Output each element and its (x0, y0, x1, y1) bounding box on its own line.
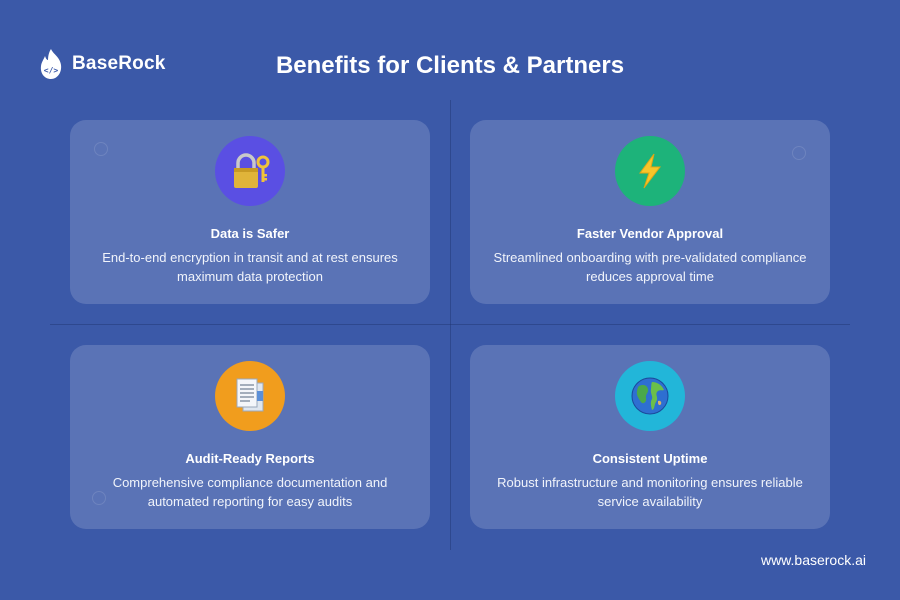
lock-key-icon (234, 153, 270, 188)
globe-icon (631, 377, 669, 415)
vertical-divider (450, 100, 451, 550)
decorative-dot (94, 142, 108, 156)
page-title: Benefits for Clients & Partners (0, 52, 900, 80)
card-title: Consistent Uptime (592, 451, 708, 466)
card-description: Streamlined onboarding with pre-validate… (493, 250, 807, 284)
icon-badge (215, 136, 285, 206)
icon-badge (615, 136, 685, 206)
website-link[interactable]: www.baserock.ai (760, 552, 866, 568)
documents-icon (236, 378, 264, 412)
flame-code-logo-icon: </> (40, 49, 62, 79)
page-title-text: Benefits for Clients & Partners (275, 52, 625, 79)
icon-badge (215, 361, 285, 431)
decorative-dot (92, 491, 106, 505)
benefit-card-faster-approval: Faster Vendor Approval Streamlined onboa… (470, 120, 830, 304)
brand-name: BaseRock (72, 53, 166, 74)
card-title: Audit-Ready Reports (185, 451, 315, 466)
card-description: Comprehensive compliance documentation a… (112, 475, 388, 509)
card-description: Robust infrastructure and monitoring ens… (497, 475, 803, 509)
card-title: Faster Vendor Approval (576, 226, 724, 241)
card-title: Data is Safer (210, 226, 290, 241)
benefit-card-audit-reports: Audit-Ready Reports Comprehensive compli… (70, 345, 430, 529)
benefit-card-uptime: Consistent Uptime Robust infrastructure … (470, 345, 830, 529)
horizontal-divider (50, 324, 850, 325)
decorative-dot (792, 146, 806, 160)
svg-text:</>: </> (44, 66, 59, 75)
card-description: End-to-end encryption in transit and at … (102, 250, 398, 284)
brand-logo: </> BaseRock (38, 48, 165, 80)
benefit-card-data-safer: Data is Safer End-to-end encryption in t… (70, 120, 430, 304)
lightning-icon (639, 153, 662, 189)
icon-badge (615, 361, 685, 431)
